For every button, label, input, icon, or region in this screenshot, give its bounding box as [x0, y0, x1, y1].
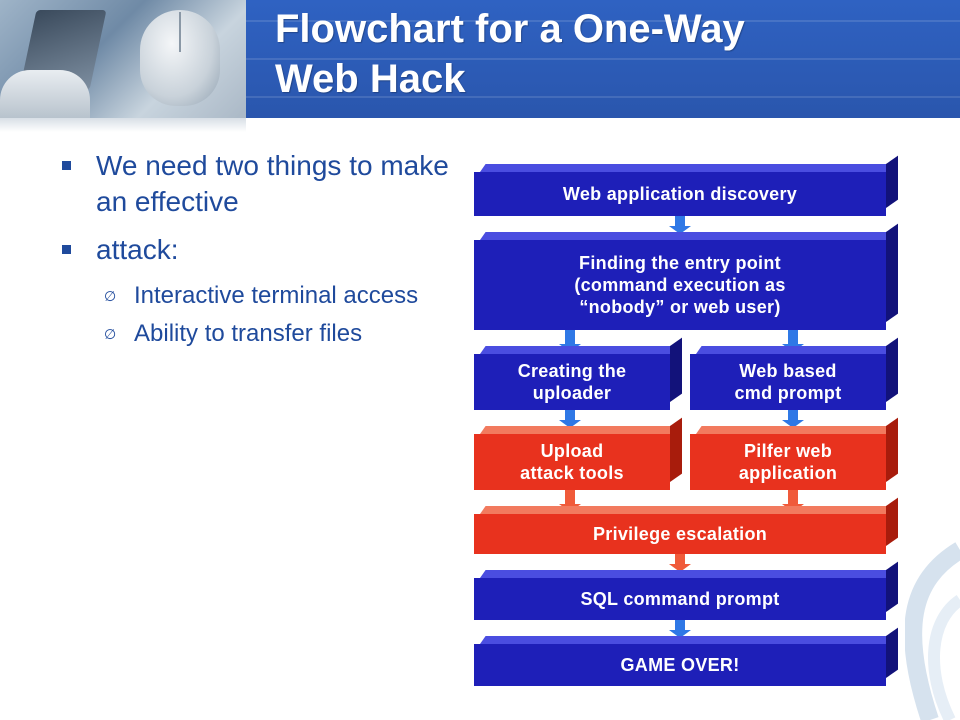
sub-bullet-item: ∅ Ability to transfer files [60, 318, 452, 350]
bullet-item: attack: [62, 232, 452, 268]
page-title: Flowchart for a One-Way Web Hack [275, 7, 745, 101]
sub-bullet-icon: ∅ [104, 289, 117, 305]
square-bullet-icon [62, 245, 71, 254]
bullet-item: We need two things to make an effective [62, 148, 452, 220]
bullet-text: We need two things to make an effective [96, 150, 449, 217]
square-bullet-icon [62, 161, 71, 170]
step-sql-command-prompt: SQL command prompt [474, 578, 886, 620]
decorative-swirl [904, 542, 960, 720]
flowchart: Web application discovery Finding the en… [460, 150, 905, 698]
bullet-text: attack: [96, 234, 179, 265]
step-pilfer-web-application: Pilfer web application [690, 434, 886, 490]
header-underline [0, 118, 246, 132]
header-photo [0, 0, 246, 118]
sub-bullet-text: Ability to transfer files [134, 320, 363, 347]
hand-image [0, 70, 90, 118]
step-finding-entry-point: Finding the entry point (command executi… [474, 240, 886, 330]
mouse-divider [179, 12, 181, 52]
step-game-over: GAME OVER! [474, 644, 886, 686]
step-web-cmd-prompt: Web based cmd prompt [690, 354, 886, 410]
bullet-list: We need two things to make an effective … [62, 148, 452, 356]
sub-bullet-text: Interactive terminal access [134, 282, 419, 309]
step-upload-attack-tools: Upload attack tools [474, 434, 670, 490]
sub-bullet-icon: ∅ [104, 327, 117, 343]
step-creating-uploader: Creating the uploader [474, 354, 670, 410]
header-bar [246, 0, 960, 118]
sub-bullet-item: ∅ Interactive terminal access [60, 280, 452, 312]
step-privilege-escalation: Privilege escalation [474, 514, 886, 554]
step-web-application-discovery: Web application discovery [474, 172, 886, 216]
